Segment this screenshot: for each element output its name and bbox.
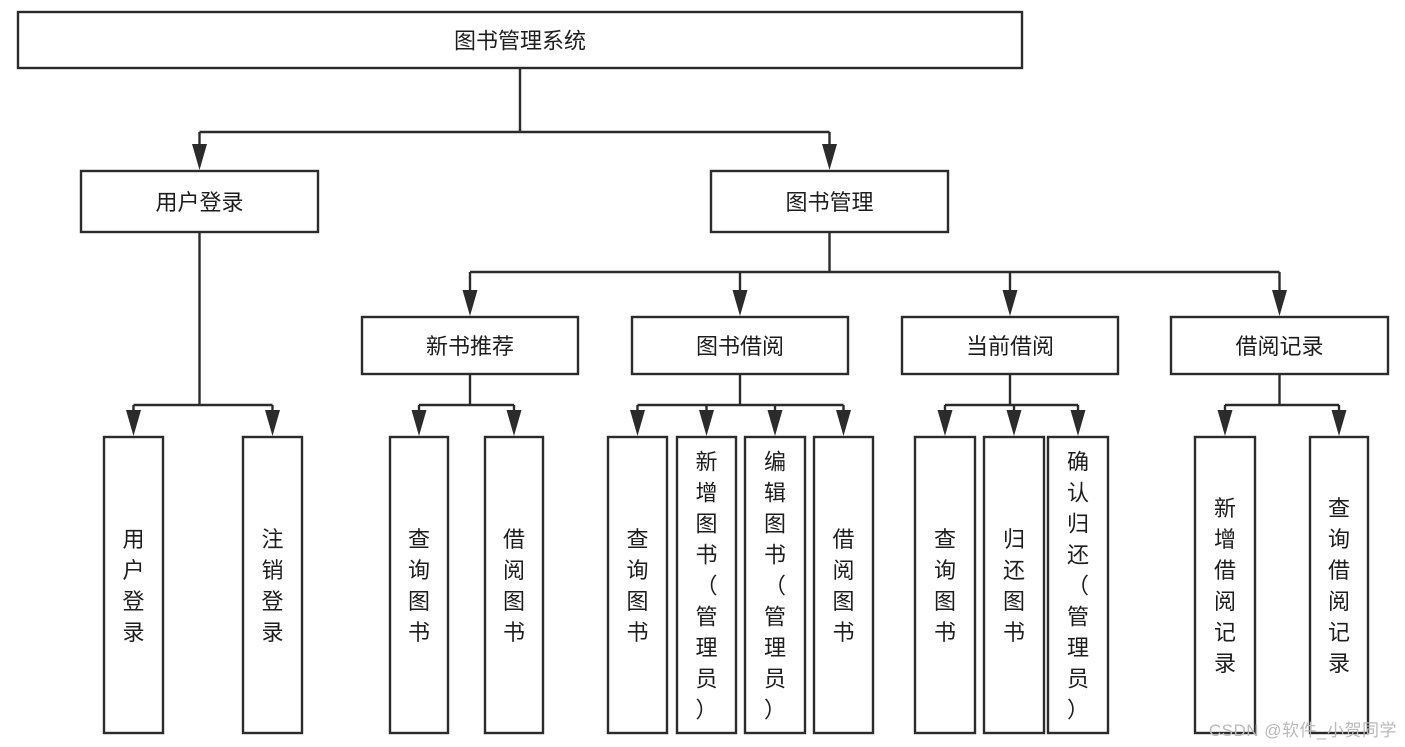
node-box-leaf-user-login[interactable] bbox=[102, 435, 165, 735]
node-label-leaf-borrow-book-recommend: 借阅图书 bbox=[503, 527, 525, 645]
node-label-leaf-query-book-recommend: 查询图书 bbox=[408, 527, 430, 645]
node-label-book-borrow: 图书借阅 bbox=[696, 334, 784, 359]
node-box-leaf-query-book-borrow[interactable] bbox=[606, 435, 669, 735]
node-box-user-login[interactable] bbox=[79, 169, 320, 234]
node-leaf-confirm-return-admin[interactable]: 确认归还（管理员） bbox=[1046, 435, 1110, 735]
node-label-user-login: 用户登录 bbox=[155, 190, 243, 215]
node-borrow-records[interactable]: 借阅记录 bbox=[1169, 315, 1390, 376]
node-label-root: 图书管理系统 bbox=[454, 29, 586, 54]
connector-group-current-borrow bbox=[937, 374, 1086, 436]
node-box-new-book-recommend[interactable] bbox=[360, 315, 580, 376]
node-label-leaf-logout-login: 注销登录 bbox=[261, 527, 283, 645]
csdn-watermark: CSDN @软件_小贺同学 bbox=[1208, 721, 1397, 740]
connector-group-borrow-records bbox=[1217, 374, 1347, 436]
node-leaf-query-borrow-record[interactable]: 查询借阅记录 bbox=[1308, 435, 1370, 735]
node-label-leaf-return-book: 归还图书 bbox=[1003, 527, 1025, 645]
node-box-borrow-records[interactable] bbox=[1169, 315, 1390, 376]
node-leaf-user-login[interactable]: 用户登录 bbox=[102, 435, 165, 735]
node-label-leaf-user-login: 用户登录 bbox=[122, 527, 144, 645]
node-label-borrow-records: 借阅记录 bbox=[1235, 334, 1323, 359]
connector-group-book-management bbox=[462, 232, 1287, 316]
node-label-leaf-borrow-book: 借阅图书 bbox=[832, 527, 854, 645]
node-label-leaf-add-borrow-record: 新增借阅记录 bbox=[1214, 496, 1236, 676]
node-box-current-borrow[interactable] bbox=[900, 315, 1120, 376]
node-label-current-borrow: 当前借阅 bbox=[966, 334, 1054, 359]
connector-group-book-borrow bbox=[630, 374, 851, 436]
node-layer: 图书管理系统用户登录图书管理新书推荐图书借阅当前借阅借阅记录用户登录注销登录查询… bbox=[16, 10, 1390, 735]
node-box-leaf-edit-book-admin[interactable] bbox=[743, 435, 807, 735]
node-leaf-query-book-current[interactable]: 查询图书 bbox=[913, 435, 977, 735]
node-box-leaf-query-borrow-record[interactable] bbox=[1308, 435, 1370, 735]
connector-group-root bbox=[192, 68, 837, 170]
node-leaf-query-book-recommend[interactable]: 查询图书 bbox=[388, 435, 450, 735]
connector-group-user-login bbox=[126, 232, 280, 436]
node-root[interactable]: 图书管理系统 bbox=[16, 10, 1024, 70]
node-book-borrow[interactable]: 图书借阅 bbox=[630, 315, 850, 376]
node-box-leaf-add-book-admin[interactable] bbox=[675, 435, 738, 735]
node-label-leaf-add-book-admin: 新增图书（管理员） bbox=[695, 450, 717, 723]
node-label-leaf-confirm-return-admin: 确认归还（管理员） bbox=[1067, 450, 1089, 723]
node-box-leaf-confirm-return-admin[interactable] bbox=[1046, 435, 1110, 735]
node-leaf-query-book-borrow[interactable]: 查询图书 bbox=[606, 435, 669, 735]
edge-layer bbox=[126, 68, 1347, 436]
node-box-leaf-borrow-book[interactable] bbox=[812, 435, 875, 735]
node-user-login[interactable]: 用户登录 bbox=[79, 169, 320, 234]
node-leaf-logout-login[interactable]: 注销登录 bbox=[241, 435, 304, 735]
node-new-book-recommend[interactable]: 新书推荐 bbox=[360, 315, 580, 376]
connector-group-new-book-recommend bbox=[411, 374, 522, 436]
node-book-management[interactable]: 图书管理 bbox=[709, 169, 950, 234]
node-box-leaf-borrow-book-recommend[interactable] bbox=[483, 435, 545, 735]
node-label-leaf-query-borrow-record: 查询借阅记录 bbox=[1328, 496, 1350, 676]
node-leaf-borrow-book[interactable]: 借阅图书 bbox=[812, 435, 875, 735]
node-box-root[interactable] bbox=[16, 10, 1024, 70]
node-box-leaf-query-book-recommend[interactable] bbox=[388, 435, 450, 735]
node-label-new-book-recommend: 新书推荐 bbox=[426, 334, 514, 359]
node-current-borrow[interactable]: 当前借阅 bbox=[900, 315, 1120, 376]
node-leaf-return-book[interactable]: 归还图书 bbox=[982, 435, 1046, 735]
node-label-book-management: 图书管理 bbox=[785, 190, 873, 215]
node-box-book-management[interactable] bbox=[709, 169, 950, 234]
node-box-leaf-return-book[interactable] bbox=[982, 435, 1046, 735]
node-box-book-borrow[interactable] bbox=[630, 315, 850, 376]
node-label-leaf-edit-book-admin: 编辑图书（管理员） bbox=[764, 450, 786, 723]
node-box-leaf-query-book-current[interactable] bbox=[913, 435, 977, 735]
node-box-leaf-add-borrow-record[interactable] bbox=[1193, 435, 1257, 735]
node-label-leaf-query-book-borrow: 查询图书 bbox=[626, 527, 648, 645]
node-leaf-edit-book-admin[interactable]: 编辑图书（管理员） bbox=[743, 435, 807, 735]
node-leaf-add-book-admin[interactable]: 新增图书（管理员） bbox=[675, 435, 738, 735]
node-leaf-borrow-book-recommend[interactable]: 借阅图书 bbox=[483, 435, 545, 735]
node-box-leaf-logout-login[interactable] bbox=[241, 435, 304, 735]
node-leaf-add-borrow-record[interactable]: 新增借阅记录 bbox=[1193, 435, 1257, 735]
node-label-leaf-query-book-current: 查询图书 bbox=[934, 527, 956, 645]
